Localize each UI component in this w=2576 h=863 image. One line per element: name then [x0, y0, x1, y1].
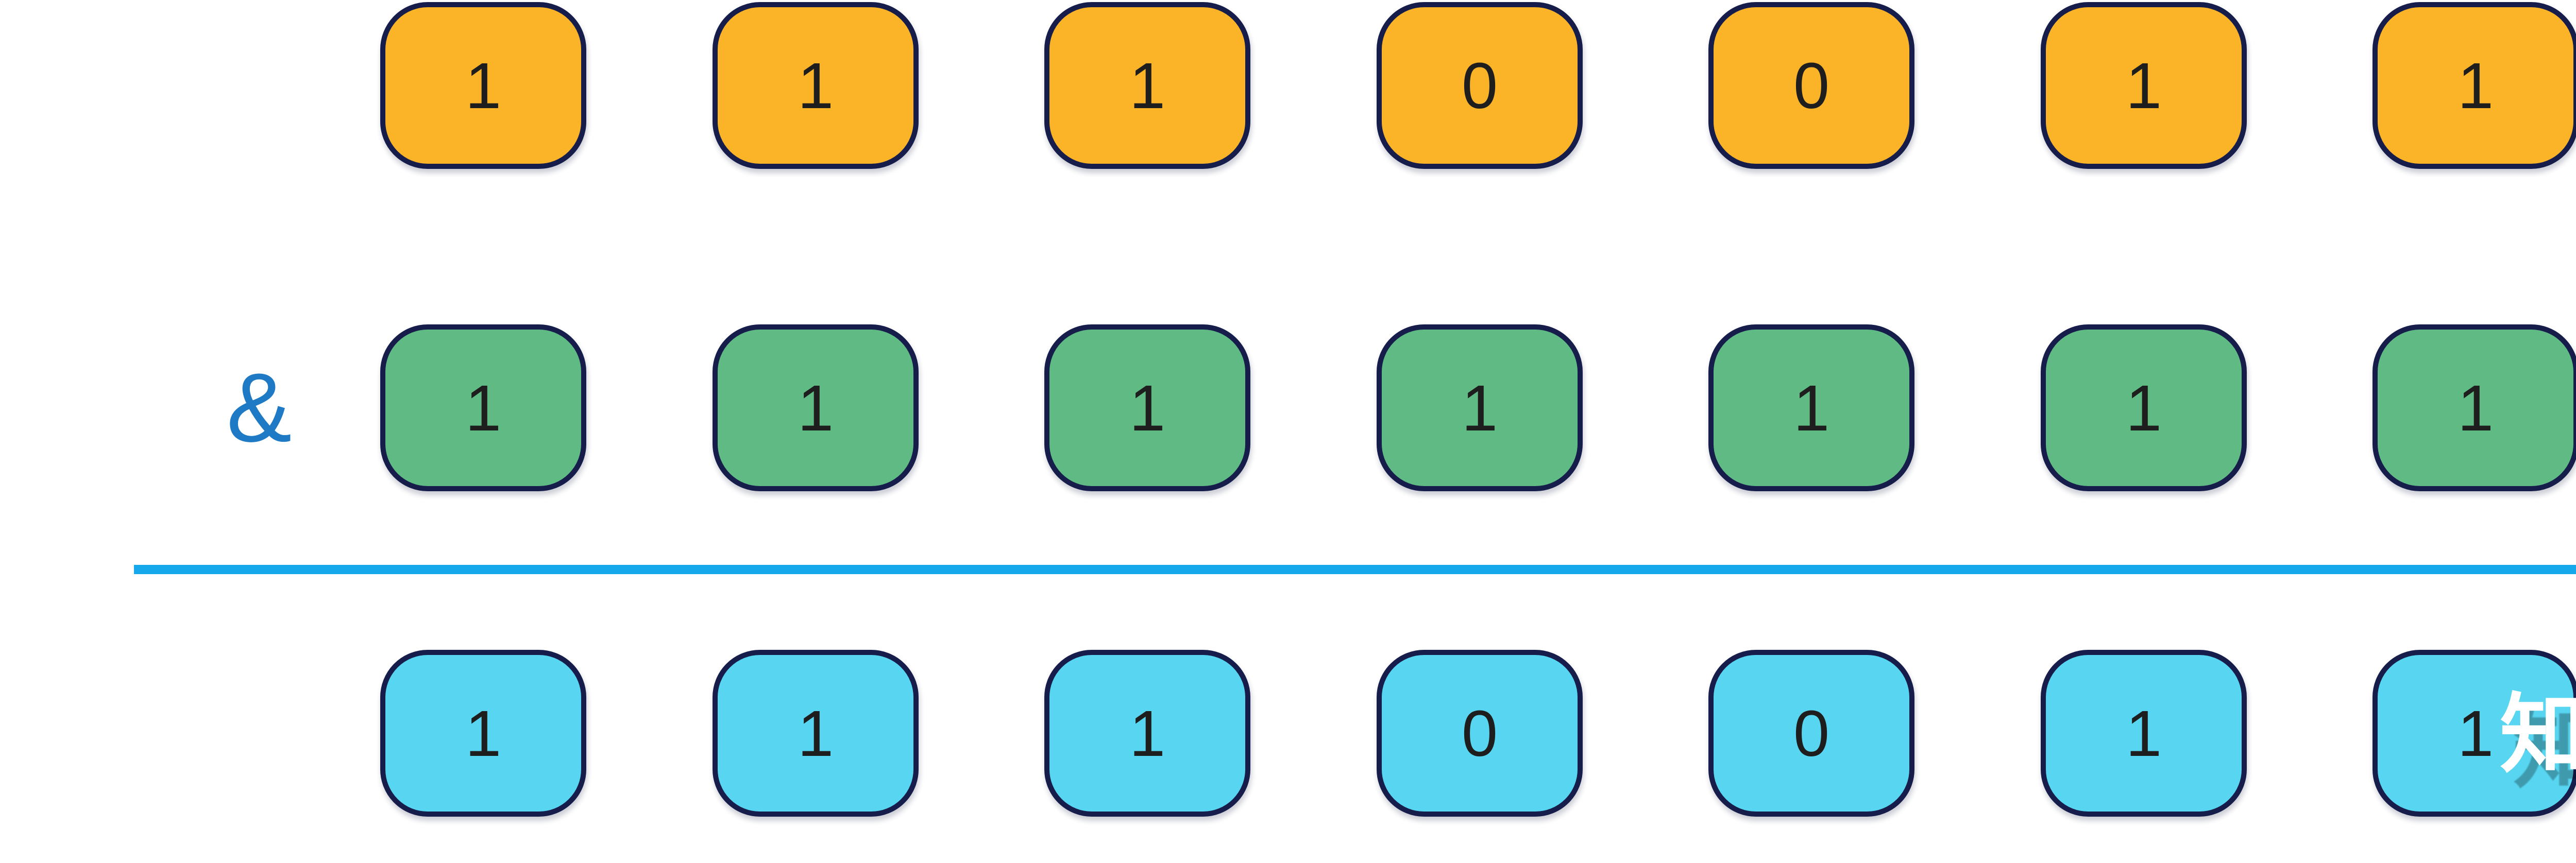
bit-cell-index-result-4: 0: [1708, 650, 1914, 817]
bit-cell-hash-0: 1: [380, 2, 586, 169]
bit-cell-capacity-minus-1-1: 1: [713, 324, 919, 491]
zhihu-watermark: 知乎 @大明哥: [2500, 686, 2576, 783]
bit-cell-hash-3: 0: [1377, 2, 1583, 169]
bit-cell-index-result-0: 1: [380, 650, 586, 817]
bit-cell-index-result-2: 1: [1044, 650, 1250, 817]
bit-cell-index-result-1: 1: [713, 650, 919, 817]
and-operator-label: &: [226, 353, 292, 462]
bit-cell-capacity-minus-1-2: 1: [1044, 324, 1250, 491]
bit-cell-index-result-3: 0: [1377, 650, 1583, 817]
bit-cell-index-result-5: 1: [2041, 650, 2247, 817]
bit-cell-hash-6: 1: [2372, 2, 2576, 169]
bit-cell-capacity-minus-1-3: 1: [1377, 324, 1583, 491]
bit-cell-capacity-minus-1-4: 1: [1708, 324, 1914, 491]
bit-cell-hash-2: 1: [1044, 2, 1250, 169]
bit-cell-capacity-minus-1-0: 1: [380, 324, 586, 491]
bit-cell-index-result-6: 1: [2372, 650, 2576, 817]
bit-cell-hash-1: 1: [713, 2, 919, 169]
bit-cell-hash-5: 1: [2041, 2, 2247, 169]
result-divider-line: [134, 565, 2576, 574]
bit-cell-capacity-minus-1-5: 1: [2041, 324, 2247, 491]
bit-cell-capacity-minus-1-6: 1: [2372, 324, 2576, 491]
bit-cell-hash-4: 0: [1708, 2, 1914, 169]
